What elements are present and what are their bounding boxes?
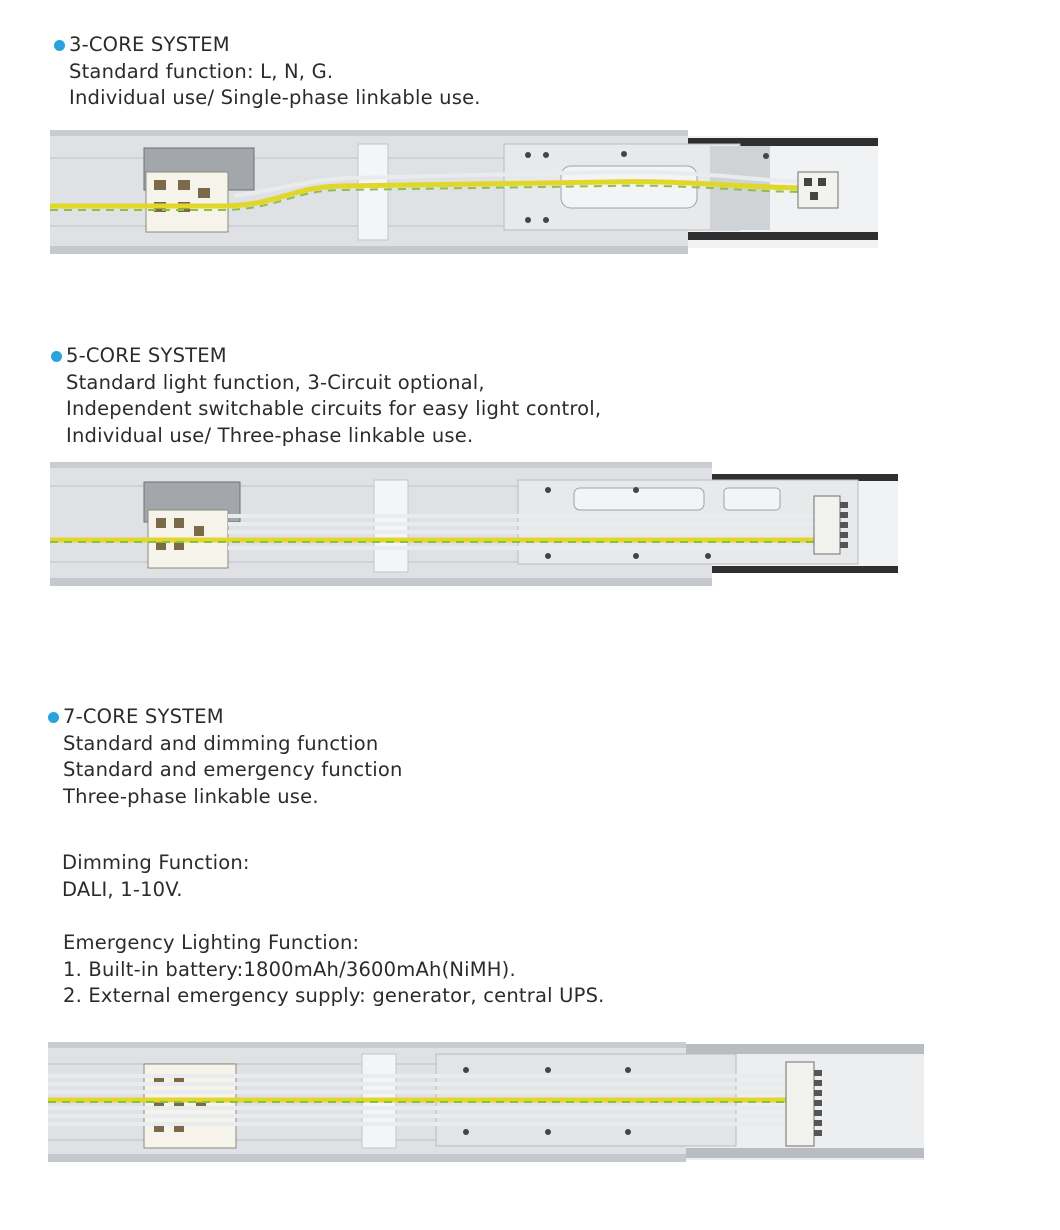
section-line: Standard function: L, N, G. (69, 59, 334, 83)
section-7-core: 7-CORE SYSTEM Standard and dimming funct… (48, 704, 403, 810)
emergency-lighting-function: Emergency Lighting Function: 1. Built-in… (63, 930, 605, 1010)
emergency-line: 2. External emergency supply: generator,… (63, 984, 605, 1008)
rail-photo-5-core (48, 460, 903, 590)
bullet-icon (54, 40, 65, 51)
section-line: Individual use/ Three-phase linkable use… (66, 423, 474, 447)
bullet-icon (51, 351, 62, 362)
bullet-icon (48, 712, 59, 723)
section-title: 7-CORE SYSTEM (63, 705, 224, 728)
dimming-function: Dimming Function: DALI, 1-10V. (62, 850, 250, 903)
section-title: 3-CORE SYSTEM (69, 33, 230, 56)
section-title: 5-CORE SYSTEM (66, 344, 227, 367)
section-line: Three-phase linkable use. (63, 784, 319, 808)
rail-photo-7-core (46, 1040, 931, 1166)
section-3-core: 3-CORE SYSTEM Standard function: L, N, G… (54, 32, 481, 112)
emergency-title: Emergency Lighting Function: (63, 931, 360, 954)
section-5-core: 5-CORE SYSTEM Standard light function, 3… (51, 343, 602, 449)
emergency-line: 1. Built-in battery:1800mAh/3600mAh(NiMH… (63, 957, 516, 981)
section-line: Standard and dimming function (63, 731, 379, 755)
section-line: Individual use/ Single-phase linkable us… (69, 86, 481, 110)
rail-photo-3-core (48, 128, 883, 258)
dimming-title: Dimming Function: (62, 851, 250, 874)
section-line: Standard and emergency function (63, 758, 403, 782)
section-line: Independent switchable circuits for easy… (66, 397, 602, 421)
dimming-line: DALI, 1-10V. (62, 877, 183, 901)
section-line: Standard light function, 3-Circuit optio… (66, 370, 485, 394)
